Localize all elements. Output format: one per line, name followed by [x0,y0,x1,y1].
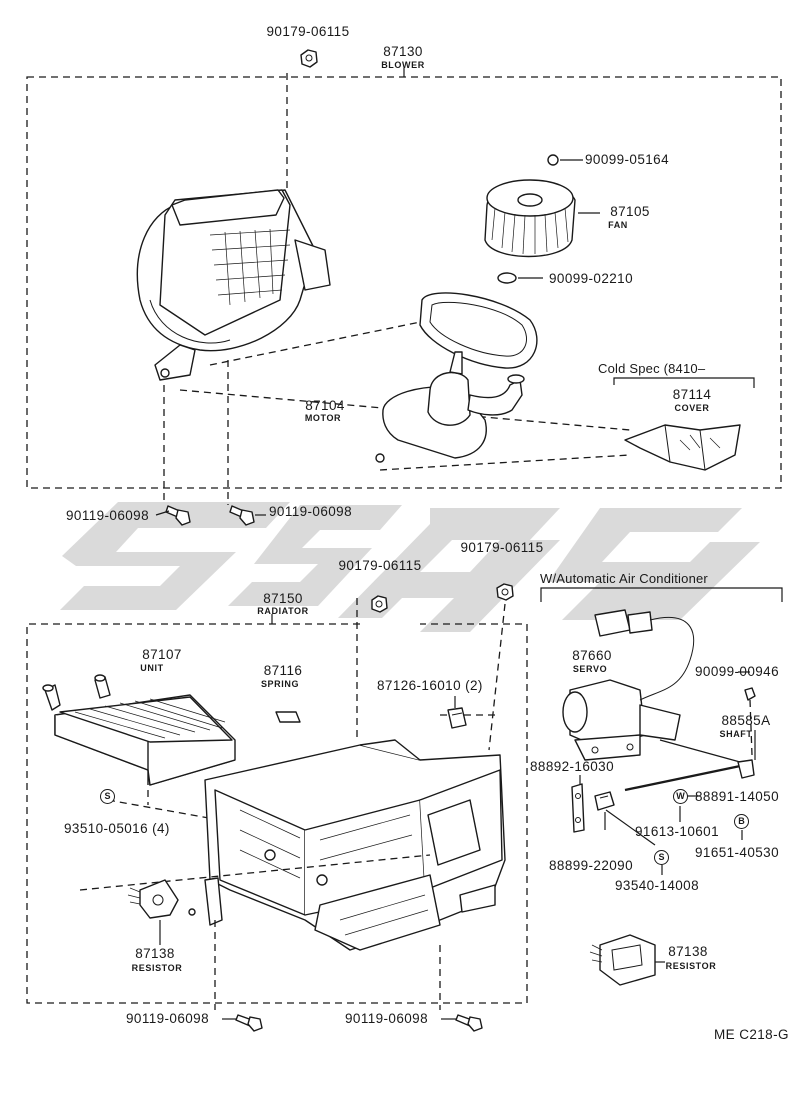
motor-number: 87104 [305,398,345,413]
resistor-left-drawing [127,879,196,919]
nut-top-number: 90179-06115 [266,24,350,39]
fan-drawing [484,179,576,258]
screw-symbol-servo: S [654,850,669,865]
bolt-left-drawing [155,505,191,526]
motor-name: MOTOR [304,413,342,423]
shaft-number: 88585A [721,713,771,728]
servo-number: 87660 [572,648,612,663]
cover-number: 87114 [672,387,712,402]
resistor-right-number: 87138 [668,944,708,959]
washer-servo-drawing [744,687,756,701]
bolt-left-number: 90119-06098 [66,508,149,523]
cover-drawing [624,424,741,471]
nut-mid-left-number: 90179-06115 [338,558,422,573]
resistor-left-number: 87138 [135,946,175,961]
servo-name: SERVO [572,664,608,674]
radiator-group-frame [26,623,528,1004]
blower-group-name: BLOWER [381,60,425,70]
washer-bottom-drawing [497,272,517,284]
shaft-name: SHAFT [719,729,753,739]
washer-top-drawing [547,154,559,166]
unit-name: UNIT [140,663,164,673]
bracket-drawing [571,783,585,833]
bolt-bottom-left-number: 90119-06098 [126,1011,209,1026]
gasket-drawing [419,292,538,369]
nut-mid-left-drawing [371,595,388,613]
resistor-right-name: RESISTOR [665,961,717,971]
resistor-left-name: RESISTOR [131,963,183,973]
heater-unit-drawing [42,674,236,786]
bolt-bottom-right-drawing [455,1014,483,1032]
bolt-right-drawing [229,505,266,526]
nut-mid-right-number: 90179-06115 [460,540,544,555]
spring-number: 87116 [263,663,303,678]
watermark-logo [60,502,760,632]
fan-number: 87105 [610,204,650,219]
screw-unit-number: 93510-05016 (4) [64,821,170,836]
connector-drawing [594,791,615,811]
washer-servo-number: 90099-00946 [695,664,779,679]
cold-spec-label: Cold Spec (8410– [598,361,706,376]
nut-mid-right-drawing [496,583,514,601]
washer-fan-top-number: 90099-05164 [585,152,669,167]
bolt-symbol: B [734,814,749,829]
blower-case [136,189,331,381]
washer-symbol: W [673,789,688,804]
washer-fan-bottom-number: 90099-02210 [549,271,633,286]
blower-group-number: 87130 [383,44,423,59]
servo-connector-drawing [594,609,695,701]
cold-spec-bracket [613,377,755,388]
screw-symbol-unit: S [100,789,115,804]
unit-number: 87107 [142,647,182,662]
auto-ac-bracket [540,587,783,602]
radiator-group-number: 87150 [263,591,303,606]
rod-number: 88891-14050 [695,789,779,804]
fan-name: FAN [608,220,628,230]
motor-drawing [375,351,525,463]
washer-w-number: 91613-10601 [635,824,719,839]
bolt-bottom-left-drawing [235,1014,263,1032]
bolt-b-number: 91651-40530 [695,845,779,860]
spring-name: SPRING [260,679,300,689]
bracket-number: 88892-16030 [530,759,614,774]
radiator-housing-drawing [204,739,506,951]
resistor-right-drawing [589,934,656,986]
connector-number: 88899-22090 [549,858,633,873]
nut-top-drawing [300,49,318,68]
auto-ac-header: W/Automatic Air Conditioner [540,571,708,586]
cover-name: COVER [674,403,710,413]
clip-drawing [447,707,467,729]
spring-drawing [275,711,301,723]
clip-number: 87126-16010 (2) [377,678,483,693]
bolt-bottom-right-number: 90119-06098 [345,1011,428,1026]
screw-s-number: 93540-14008 [615,878,699,893]
radiator-group-name: RADIATOR [257,606,309,616]
servo-drawing [562,679,681,761]
bolt-right-number: 90119-06098 [269,504,352,519]
shaft-drawing [624,739,755,792]
figure-code: ME C218-G [714,1027,789,1042]
